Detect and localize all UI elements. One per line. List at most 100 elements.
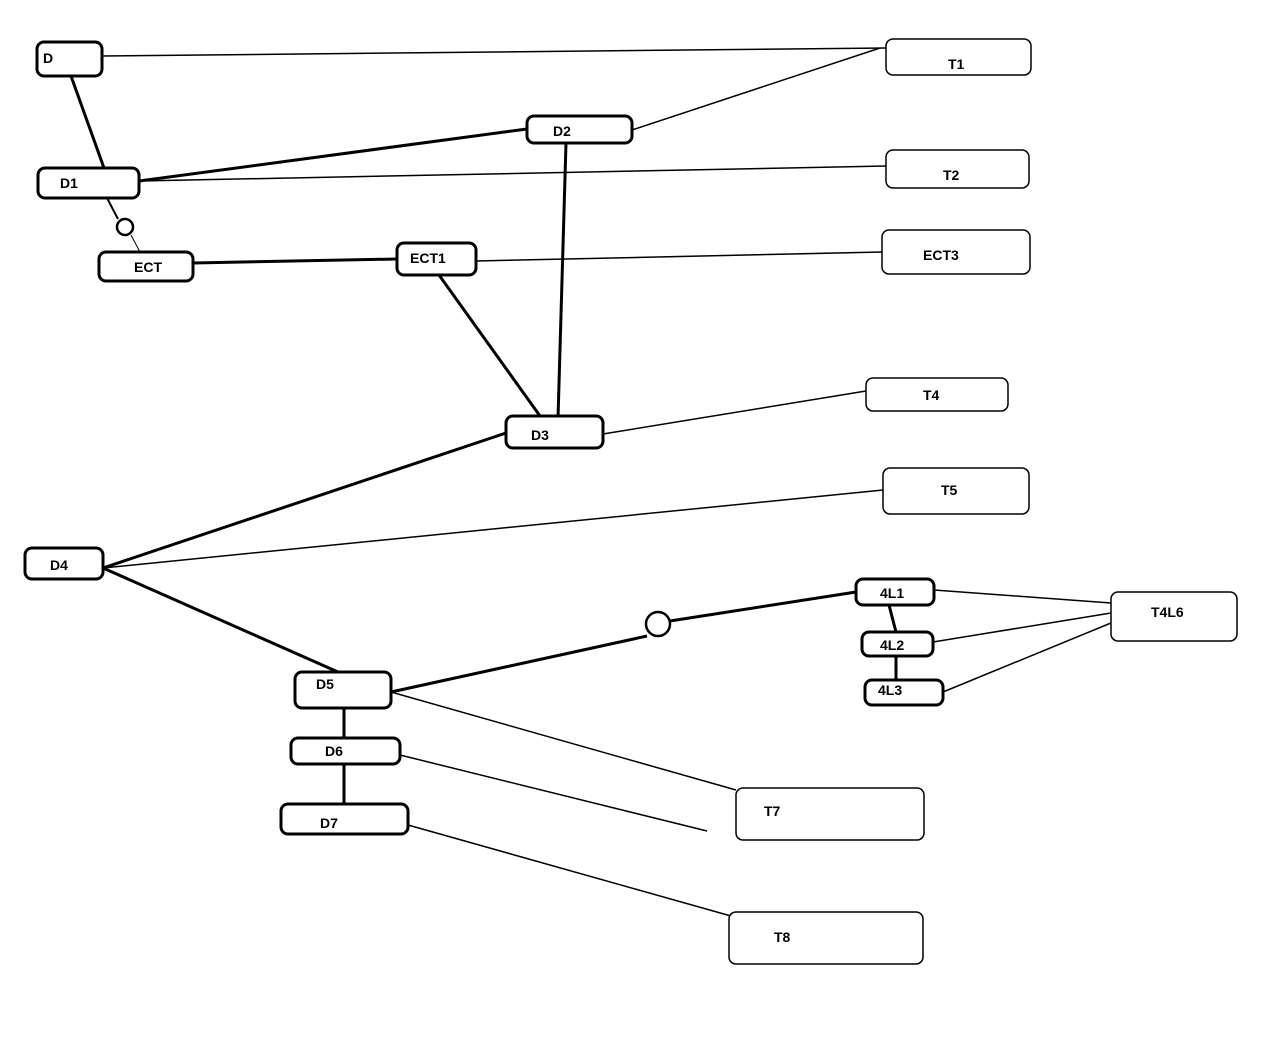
edge-segment [106,197,119,220]
node-box [882,467,1030,515]
edge-line [933,589,1112,604]
node-label: 4L2 [880,637,904,653]
edge-d2-to-t1 [631,47,881,131]
node-box [289,736,402,766]
edge-ect-to-ect1 [192,257,398,265]
node-d6[interactable]: D6 [289,736,402,766]
node-box [863,678,945,707]
node-t8[interactable]: T8 [728,911,924,965]
edge-ect1-to-d3 [437,274,542,417]
node-label: T7 [764,803,781,819]
node-4l3[interactable]: 4L3 [863,678,945,707]
edge-line [887,604,898,633]
node-4l1[interactable]: 4L1 [854,577,936,607]
node-d4[interactable]: D4 [23,546,105,581]
node-box [860,630,935,658]
node-t1[interactable]: T1 [885,38,1032,76]
node-box [881,229,1031,275]
node-d7[interactable]: D7 [279,802,410,836]
node-label: T1 [948,56,965,72]
edge-line [932,612,1112,643]
edge-segment [130,234,141,253]
node-label: D1 [60,175,78,191]
node-t7[interactable]: T7 [735,787,925,841]
node-box [1110,591,1238,642]
edge-4l1-to-t4l6 [933,589,1112,604]
node-t2[interactable]: T2 [885,149,1030,189]
edge-line [399,754,708,832]
node-box [97,250,195,283]
edge-d5-to-t7 [390,691,737,791]
node-ect[interactable]: ECT [97,250,195,283]
edge-d4-to-d3 [102,431,507,570]
edge-d6-to-t7 [399,754,708,832]
node-t4l6[interactable]: T4L6 [1110,591,1238,642]
node-box [279,802,410,836]
connector-circle [115,217,135,237]
edge-ect1-to-ect3 [475,251,883,262]
node-label: 4L3 [878,682,902,698]
node-box [525,114,634,145]
edge-line [69,75,106,169]
node-label: D6 [325,743,343,759]
edges-layer [69,47,1112,917]
node-4l2[interactable]: 4L2 [860,630,935,658]
edge-4l3-to-t4l6 [942,622,1112,693]
edge-d7-to-t8 [407,824,732,917]
node-t5[interactable]: T5 [882,467,1030,515]
node-label: 4L1 [880,585,904,601]
edge-d1-to-d2 [138,127,528,183]
node-label: ECT [134,259,162,275]
edge-line [390,691,737,791]
edge-line [602,390,867,435]
edge-4l2-to-t4l6 [932,612,1112,643]
node-label: D4 [50,557,68,573]
node-box [293,670,393,710]
node-label: D3 [531,427,549,443]
edge-line [437,274,542,417]
edge-line [138,165,887,182]
node-label: ECT1 [410,250,446,266]
node-box [865,377,1009,412]
node-d[interactable]: D [35,40,104,78]
edge-line [475,251,883,262]
edge-line [102,489,884,569]
node-label: T2 [943,167,960,183]
node-box [728,911,924,965]
node-label: T5 [941,482,958,498]
edge-line [556,142,568,419]
node-label: T4L6 [1151,604,1184,620]
node-label: D2 [553,123,571,139]
edge-segment [390,634,648,694]
node-box [36,166,141,200]
edge-d-to-t1 [101,47,887,57]
edge-d-to-d1 [69,75,106,169]
connector-circle [644,610,672,638]
edge-line [101,47,887,57]
edge-line [192,257,398,265]
edge-d1-to-t2 [138,165,887,182]
node-t4[interactable]: T4 [865,377,1009,412]
edge-line [138,127,528,183]
edge-d3-to-t4 [602,390,867,435]
node-box [395,241,478,277]
edge-line [942,622,1112,693]
node-label: D [43,50,53,66]
node-d3[interactable]: D3 [504,414,605,450]
node-d5[interactable]: D5 [293,670,393,710]
node-box [504,414,605,450]
node-box [885,149,1030,189]
node-ect3[interactable]: ECT3 [881,229,1031,275]
node-d1[interactable]: D1 [36,166,141,200]
edge-line [631,47,881,131]
node-d2[interactable]: D2 [525,114,634,145]
edge-d5-to-4l1 [390,590,857,694]
edge-4l1-to-4l2 [887,604,898,633]
edge-segment [669,590,857,623]
node-ect1[interactable]: ECT1 [395,241,478,277]
node-box [23,546,105,581]
node-box [854,577,936,607]
edge-line [407,824,732,917]
